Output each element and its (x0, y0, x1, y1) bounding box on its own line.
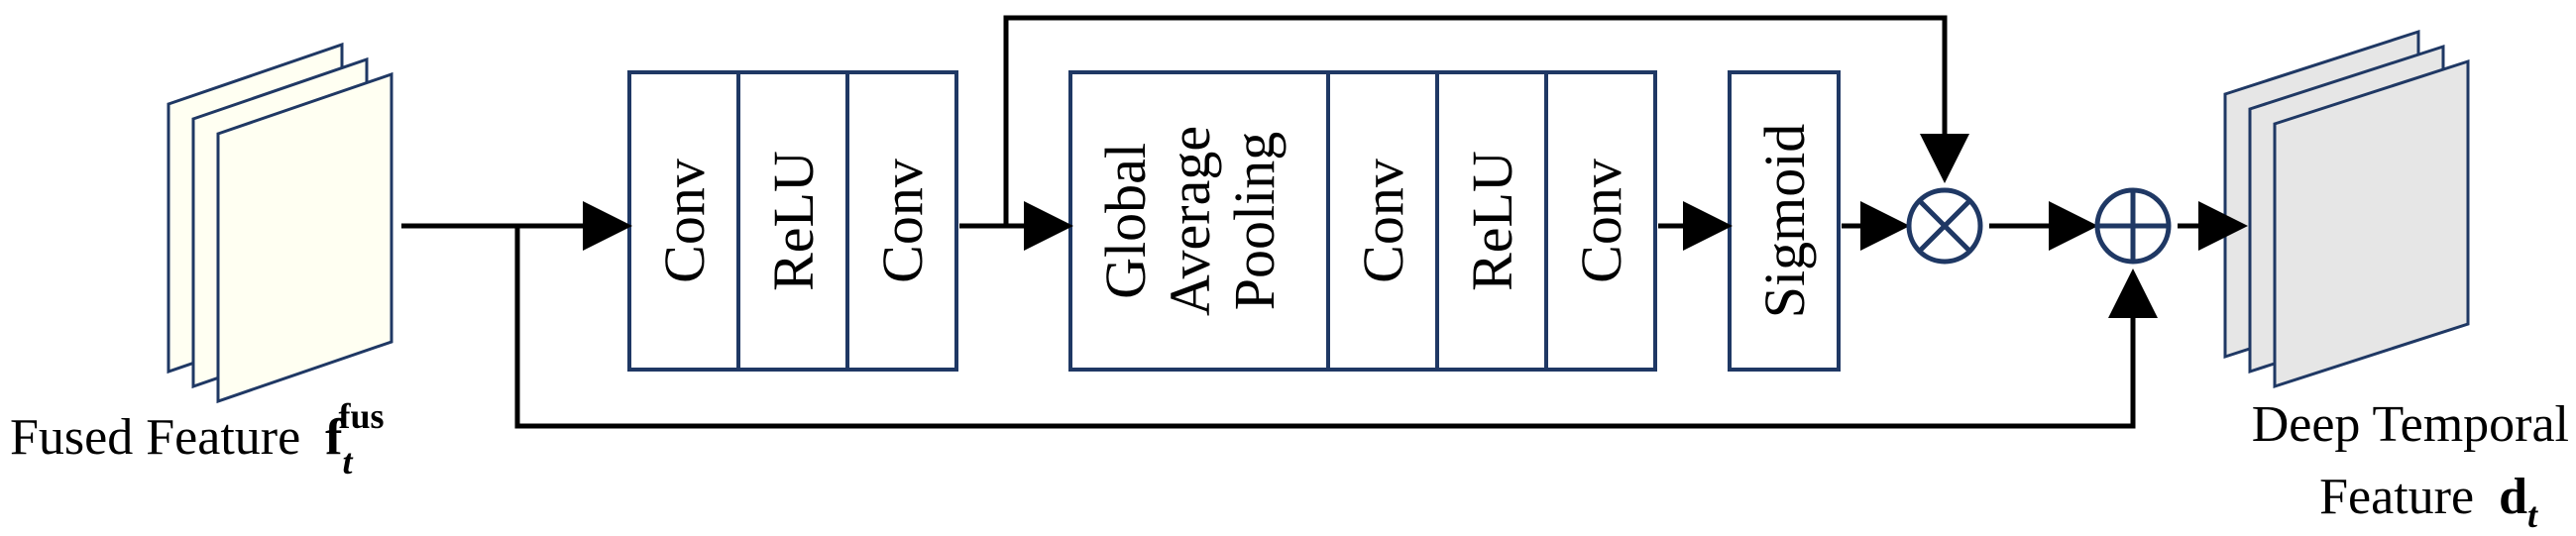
connections (401, 15, 2248, 429)
conv-block-1: Conv ReLU Conv (627, 70, 958, 372)
output-feature-stack (2223, 29, 2470, 389)
block1-conv-b-label: Conv (870, 159, 935, 283)
gap-box (1068, 70, 1330, 372)
output-sheet-front (2273, 58, 2470, 389)
gap-label-line3: Pooling (1222, 132, 1287, 311)
input-feature-stack (167, 42, 393, 404)
block2-relu-label: ReLU (1460, 151, 1524, 291)
sigmoid-label: Sigmoid (1752, 124, 1817, 319)
block2-relu (1435, 70, 1548, 372)
multiply-operator (1906, 187, 1983, 265)
block2-conv-b (1544, 70, 1657, 372)
block1-conv-b (845, 70, 958, 372)
block2-conv-b-label: Conv (1569, 159, 1633, 283)
output-caption-line2: Feature dt (2319, 469, 2538, 535)
block2-conv-a-label: Conv (1351, 159, 1415, 283)
attention-block: Global Average Pooling Conv ReLU Conv (1068, 70, 1657, 372)
skip-to-multiply (1003, 15, 1969, 226)
input-caption: Fused Feature ftfus (10, 396, 385, 482)
add-operator (2094, 187, 2172, 265)
block2-conv-a (1326, 70, 1439, 372)
input-sheet-front (216, 71, 393, 404)
gap-label-line1: Global (1093, 143, 1158, 299)
block1-relu-label: ReLU (761, 151, 826, 291)
sigmoid-block: Sigmoid (1728, 70, 1841, 372)
block1-relu (736, 70, 849, 372)
gap-label-line2: Average (1158, 126, 1222, 316)
output-caption-line1: Deep Temporal (2252, 396, 2569, 453)
multiply-cross-b (1918, 199, 1971, 253)
block1-conv-a-label: Conv (652, 159, 717, 283)
residual-to-add (514, 226, 2158, 429)
